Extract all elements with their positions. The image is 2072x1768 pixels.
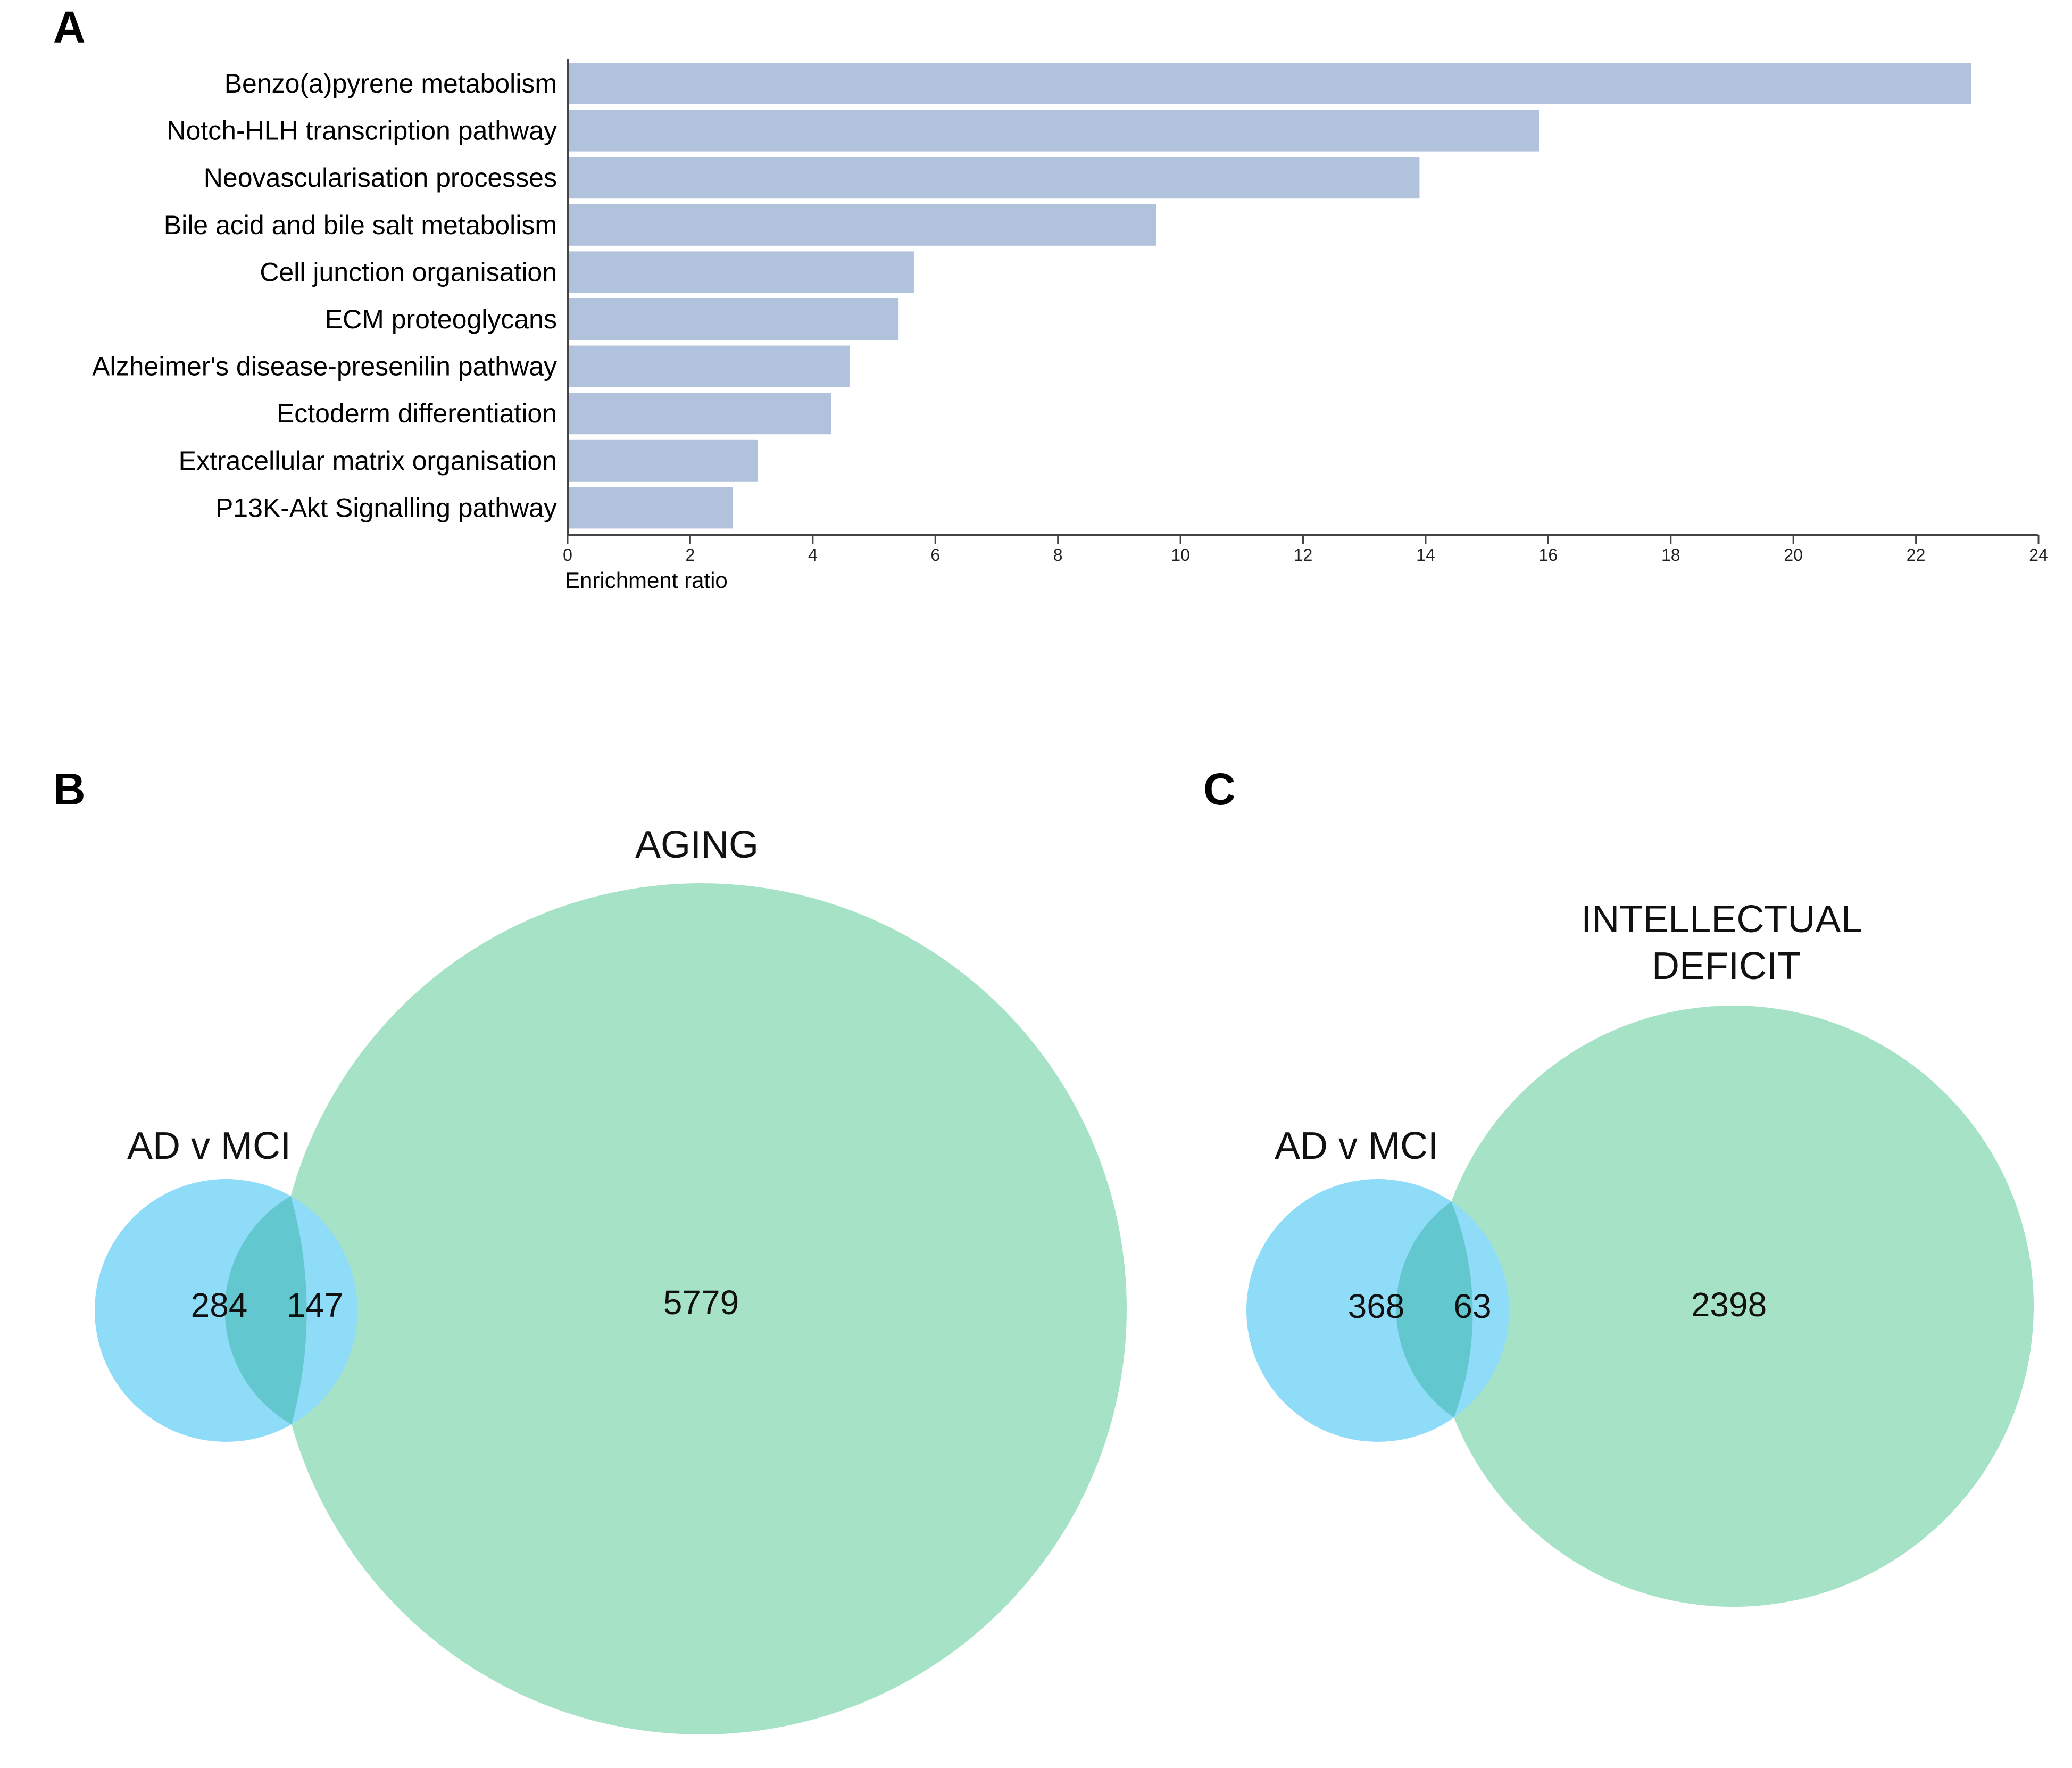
bar <box>568 63 1971 104</box>
x-tick-label: 20 <box>1784 545 1803 565</box>
bar <box>568 487 734 529</box>
category-label: Extracellular matrix organisation <box>179 446 557 476</box>
panel-letter-c: C <box>1203 764 1236 814</box>
venn-b-title-aging: AGING <box>635 824 759 866</box>
x-axis-title: Enrichment ratio <box>565 568 728 593</box>
x-tick-label: 6 <box>930 545 940 565</box>
x-tick-label: 18 <box>1661 545 1680 565</box>
bar <box>568 251 914 293</box>
venn-c-title-intellectual-deficit: INTELLECTUAL DEFICIT <box>1581 898 1871 987</box>
panel-letter-a: A <box>53 2 86 52</box>
x-tick-label: 2 <box>686 545 695 565</box>
category-label: Benzo(a)pyrene metabolism <box>224 69 557 98</box>
panel-b-venn: B AD v MCI AGING 284 147 5779 <box>53 764 1127 1734</box>
venn-c-title-ad-v-mci: AD v MCI <box>1275 1125 1438 1167</box>
x-tick-label: 24 <box>2029 545 2048 565</box>
category-label: Notch-HLH transcription pathway <box>167 116 557 146</box>
category-label: Alzheimer's disease-presenilin pathway <box>92 352 557 381</box>
x-tick-label: 10 <box>1171 545 1190 565</box>
category-label: ECM proteoglycans <box>325 304 557 334</box>
venn-c-count-ad-v-mci-only: 368 <box>1348 1287 1405 1325</box>
x-tick-label: 22 <box>1907 545 1926 565</box>
venn-b-circle-aging <box>276 883 1127 1734</box>
category-label: Bile acid and bile salt metabolism <box>164 210 557 240</box>
x-tick-label: 12 <box>1294 545 1313 565</box>
venn-b-count-aging-only: 5779 <box>663 1283 739 1322</box>
bar <box>568 439 758 482</box>
x-tick-label: 8 <box>1053 545 1063 565</box>
venn-c-circle-intellectual-deficit <box>1433 1006 2034 1607</box>
panel-letter-b: B <box>53 764 86 814</box>
x-tick-label: 14 <box>1416 545 1435 565</box>
bar <box>568 298 899 340</box>
category-label: P13K-Akt Signalling pathway <box>215 493 557 522</box>
venn-c-count-overlap: 63 <box>1453 1287 1491 1325</box>
venn-b-count-ad-v-mci-only: 284 <box>191 1286 248 1324</box>
bar <box>568 393 831 435</box>
venn-b-title-ad-v-mci: AD v MCI <box>127 1125 291 1167</box>
venn-b-count-overlap: 147 <box>287 1286 344 1324</box>
bar <box>568 345 850 387</box>
venn-c-title-line-1: INTELLECTUAL <box>1581 898 1861 941</box>
bar <box>568 204 1156 246</box>
category-label: Neovascularisation processes <box>204 163 557 193</box>
panel-c-venn: C AD v MCI INTELLECTUAL DEFICIT 368 63 2… <box>1203 764 2034 1607</box>
category-label: Cell junction organisation <box>260 257 557 287</box>
venn-b-overlap-region <box>224 1196 307 1425</box>
bar <box>568 110 1540 152</box>
x-tick-label: 0 <box>563 545 572 565</box>
x-tick-label: 4 <box>808 545 818 565</box>
venn-c-overlap-region <box>1396 1201 1473 1418</box>
x-tick-label: 16 <box>1539 545 1558 565</box>
bar <box>568 157 1420 199</box>
category-label: Ectoderm differentiation <box>277 399 557 428</box>
venn-c-count-intellectual-deficit-only: 2398 <box>1691 1285 1767 1324</box>
venn-c-title-line-2: DEFICIT <box>1652 945 1801 987</box>
bars-group <box>568 63 1971 529</box>
